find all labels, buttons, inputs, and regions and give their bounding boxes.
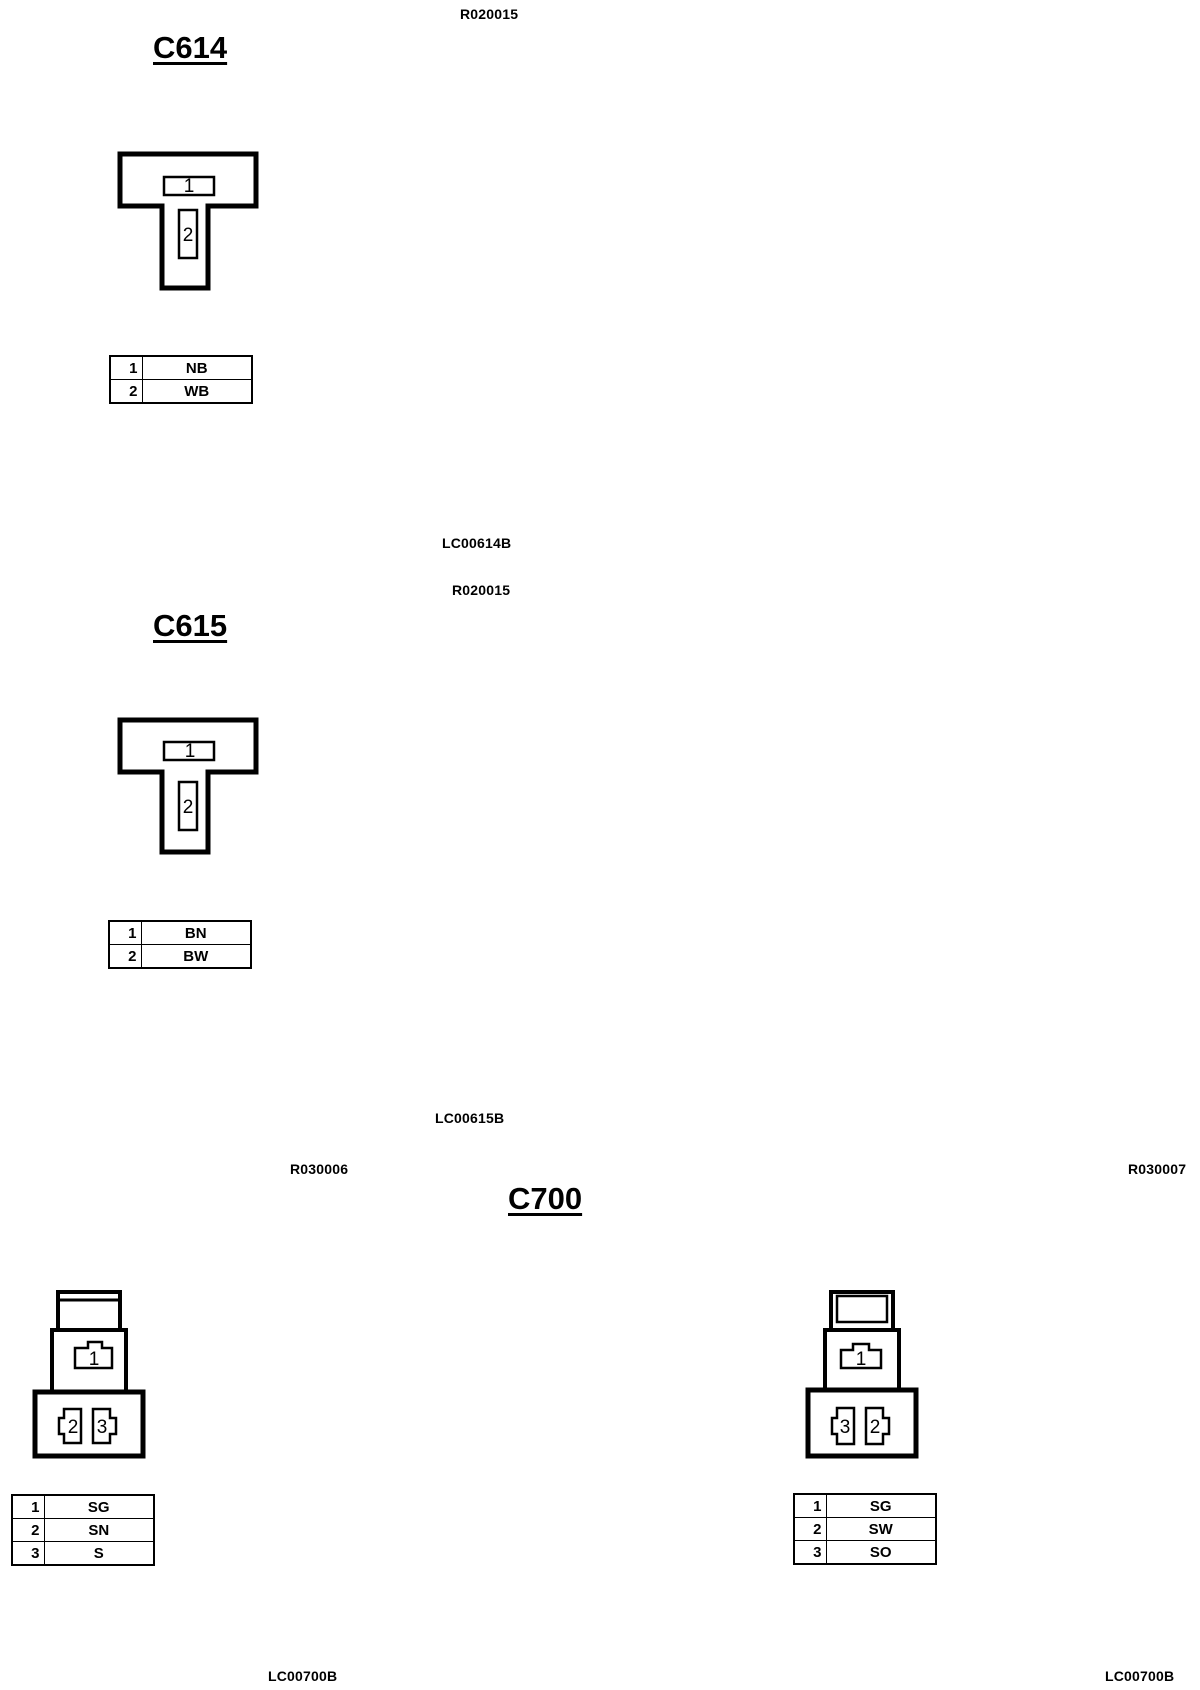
c700-left-ref-bottom: LC00700B xyxy=(268,1668,338,1684)
pin-number: 1 xyxy=(109,355,143,380)
pin-code: BN xyxy=(140,920,252,945)
table-row: 2 BW xyxy=(108,944,252,969)
c700-left-ref-top: R030006 xyxy=(290,1161,349,1177)
c700-title: C700 xyxy=(508,1181,583,1216)
c700-right-pin-table: 1 SG 2 SW 3 SO xyxy=(793,1493,937,1565)
c614-pin-label-1: 1 xyxy=(184,176,195,197)
pin-number: 1 xyxy=(793,1493,827,1518)
pin-code: SN xyxy=(43,1518,155,1542)
c615-title: C615 xyxy=(153,608,228,643)
c614-title: C614 xyxy=(153,30,228,65)
pin-number: 2 xyxy=(108,944,142,969)
pin-code: WB xyxy=(141,379,253,404)
table-row: 2 SN xyxy=(11,1518,155,1542)
table-row: 2 SW xyxy=(793,1517,937,1541)
c700-left-pin-label-1: 1 xyxy=(89,1349,100,1370)
c615-pin-table: 1 BN 2 BW xyxy=(108,920,252,969)
pin-code: S xyxy=(43,1541,155,1566)
c700-right-pin-label-3: 3 xyxy=(840,1417,851,1438)
pin-code: SG xyxy=(43,1494,155,1519)
c614-ref-bottom: LC00614B xyxy=(442,535,512,551)
table-row: 3 SO xyxy=(793,1540,937,1565)
c614-ref-top: R020015 xyxy=(460,6,519,22)
pin-code: SG xyxy=(825,1493,937,1518)
pin-number: 2 xyxy=(11,1518,45,1542)
table-row: 1 SG xyxy=(11,1494,155,1519)
c700-right-pin-label-1: 1 xyxy=(856,1349,867,1370)
c615-pin-label-1: 1 xyxy=(185,741,196,762)
table-row: 3 S xyxy=(11,1541,155,1566)
c615-ref-bottom: LC00615B xyxy=(435,1110,505,1126)
pin-number: 3 xyxy=(11,1541,45,1566)
c614-pin-table: 1 NB 2 WB xyxy=(109,355,253,404)
c614-connector-face: 1 2 xyxy=(117,151,259,291)
pin-code: SW xyxy=(825,1517,937,1541)
c615-ref-top: R020015 xyxy=(452,582,511,598)
pin-number: 2 xyxy=(793,1517,827,1541)
c614-pin-label-2: 2 xyxy=(183,225,194,246)
c615-connector-face: 1 2 xyxy=(117,717,259,855)
c700-right-ref-bottom: LC00700B xyxy=(1105,1668,1175,1684)
table-row: 2 WB xyxy=(109,379,253,404)
c700-left-pin-label-2: 2 xyxy=(68,1417,79,1438)
table-row: 1 BN xyxy=(108,920,252,945)
pin-number: 1 xyxy=(11,1494,45,1519)
c700-left-pin-table: 1 SG 2 SN 3 S xyxy=(11,1494,155,1566)
pin-code: BW xyxy=(140,944,252,969)
c615-pin-label-2: 2 xyxy=(183,797,194,818)
pin-number: 1 xyxy=(108,920,142,945)
table-row: 1 NB xyxy=(109,355,253,380)
table-row: 1 SG xyxy=(793,1493,937,1518)
c700-right-connector-face: 1 3 2 xyxy=(805,1290,919,1459)
pin-code: NB xyxy=(141,355,253,380)
c700-right-pin-label-2: 2 xyxy=(870,1417,881,1438)
c700-left-pin-label-3: 3 xyxy=(97,1417,108,1438)
pin-number: 2 xyxy=(109,379,143,404)
pin-number: 3 xyxy=(793,1540,827,1565)
pin-code: SO xyxy=(825,1540,937,1565)
c700-right-ref-top: R030007 xyxy=(1128,1161,1187,1177)
c700-left-connector-face: 1 2 3 xyxy=(32,1290,146,1459)
